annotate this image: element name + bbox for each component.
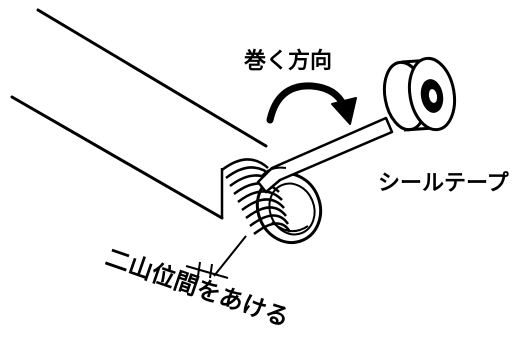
thread-windings bbox=[220, 158, 292, 235]
tape-strip bbox=[256, 116, 394, 194]
direction-label: 巻く方向 bbox=[244, 48, 332, 74]
tape-roll bbox=[382, 56, 457, 132]
curved-arrow-icon bbox=[266, 82, 357, 125]
gap-dimension-line bbox=[185, 265, 229, 279]
tape-roll-core-hole bbox=[428, 89, 438, 103]
gap-indicator bbox=[185, 235, 247, 279]
gap-leader-line bbox=[213, 235, 247, 277]
pipe-top-edge bbox=[36, 8, 268, 148]
pipe-end-inner bbox=[268, 182, 316, 236]
pipe bbox=[10, 8, 268, 220]
gap-label: 二山位間をあける bbox=[102, 243, 293, 332]
pipe-bottom-edge bbox=[10, 95, 224, 220]
tape-label: シールテープ bbox=[378, 171, 510, 196]
gap-tick-right bbox=[209, 263, 213, 279]
gap-tick-left bbox=[197, 261, 201, 277]
